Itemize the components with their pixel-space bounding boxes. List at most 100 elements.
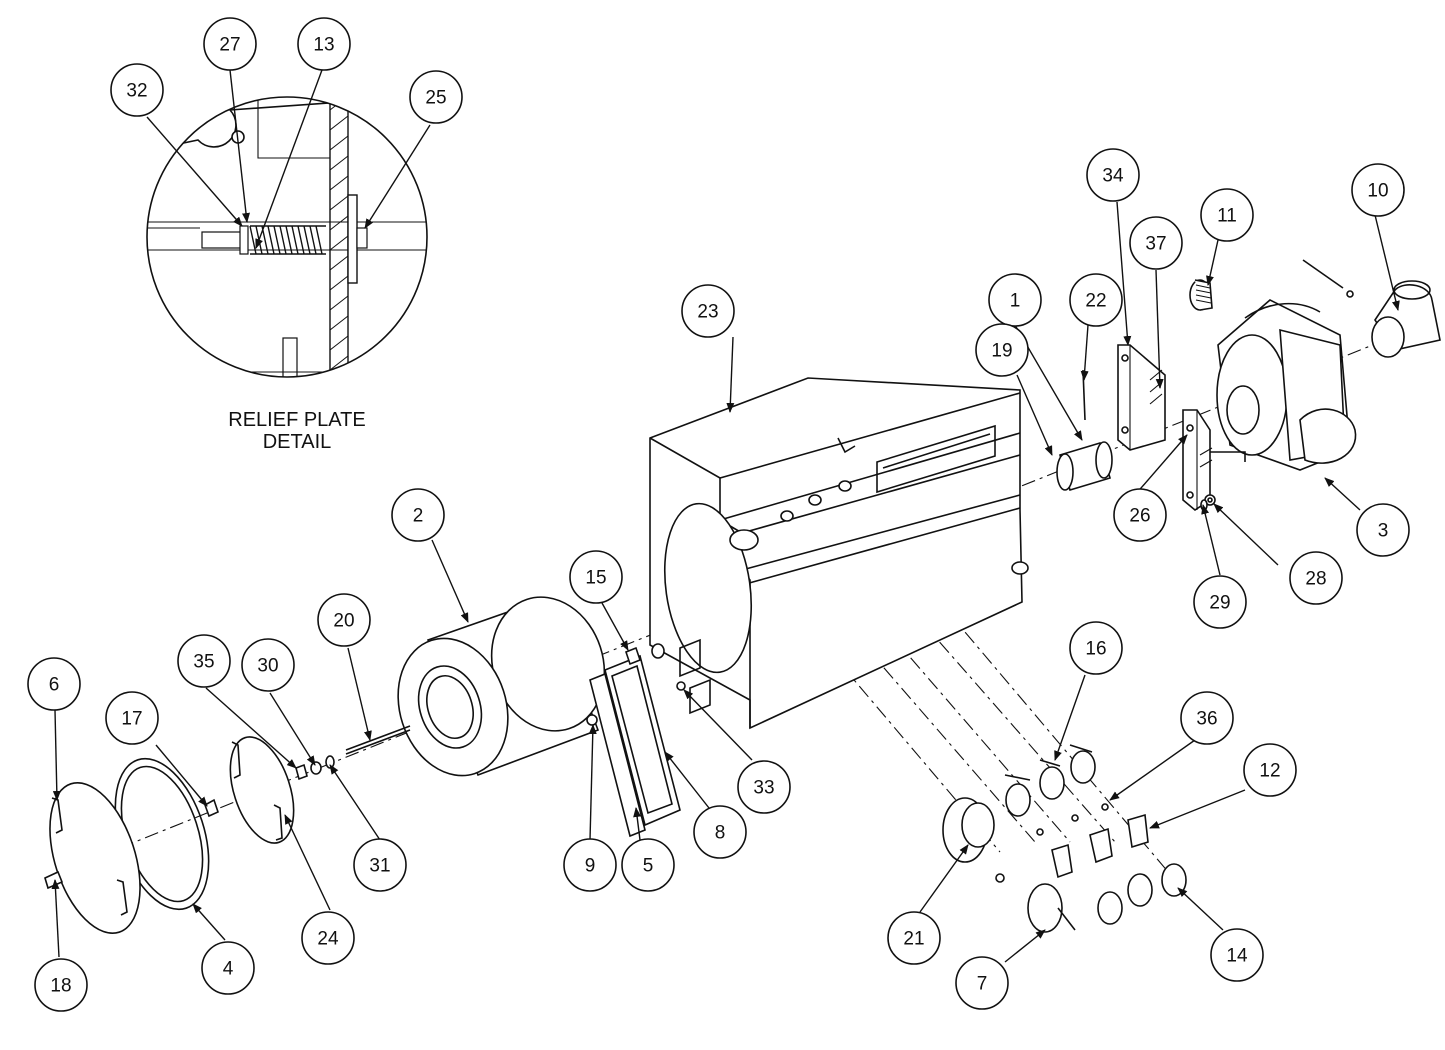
callout-circle bbox=[110, 63, 164, 117]
callout-33: 33 bbox=[737, 760, 791, 814]
callout-label: 20 bbox=[333, 611, 354, 632]
callout-25: 25 bbox=[409, 70, 463, 124]
callout-27: 27 bbox=[203, 17, 257, 71]
callout-label: 5 bbox=[643, 856, 654, 877]
callout-label: 13 bbox=[313, 35, 334, 56]
callout-circle bbox=[693, 805, 747, 859]
callout-label: 10 bbox=[1367, 181, 1388, 202]
part-gasket-5 bbox=[589, 672, 646, 838]
callout-label: 35 bbox=[193, 652, 214, 673]
callout-label: 22 bbox=[1085, 291, 1106, 312]
callout-label: 11 bbox=[1217, 206, 1237, 227]
callout-28: 28 bbox=[1289, 551, 1343, 605]
callout-circle bbox=[1180, 691, 1234, 745]
callout-circle bbox=[241, 638, 295, 692]
callout-circle bbox=[988, 273, 1042, 327]
callout-36: 36 bbox=[1180, 691, 1234, 745]
callout-label: 23 bbox=[697, 302, 718, 323]
callout-circle bbox=[563, 838, 617, 892]
callout-circle bbox=[569, 550, 623, 604]
callout-20: 20 bbox=[317, 593, 371, 647]
callout-circle bbox=[317, 593, 371, 647]
callout-layer: 1234567891011121314151617181920212223242… bbox=[27, 17, 1410, 1012]
callout-circle bbox=[1351, 163, 1405, 217]
callout-35: 35 bbox=[177, 634, 231, 688]
callout-label: 14 bbox=[1226, 946, 1248, 967]
callout-label: 17 bbox=[121, 709, 142, 730]
callout-label: 4 bbox=[223, 959, 234, 980]
callout-circle bbox=[975, 323, 1029, 377]
callout-circle bbox=[203, 17, 257, 71]
callout-circle bbox=[1289, 551, 1343, 605]
callout-6: 6 bbox=[27, 657, 81, 711]
callout-3: 3 bbox=[1356, 503, 1410, 557]
callout-label: 12 bbox=[1259, 761, 1280, 782]
part-pulley bbox=[1189, 279, 1213, 311]
part-housing bbox=[649, 377, 1029, 730]
callout-label: 34 bbox=[1102, 166, 1124, 187]
callout-circle bbox=[1069, 621, 1123, 675]
callout-label: 16 bbox=[1085, 639, 1106, 660]
callout-circle bbox=[201, 941, 255, 995]
callout-29: 29 bbox=[1193, 575, 1247, 629]
callout-37: 37 bbox=[1129, 216, 1183, 270]
callout-label: 7 bbox=[977, 974, 988, 995]
callout-circle bbox=[1113, 488, 1167, 542]
part-blower bbox=[1216, 299, 1357, 471]
callout-circle bbox=[297, 17, 351, 71]
callout-34: 34 bbox=[1086, 148, 1140, 202]
part-elbow bbox=[1371, 280, 1441, 358]
callout-circle bbox=[27, 657, 81, 711]
callout-circle bbox=[681, 284, 735, 338]
callout-label: 25 bbox=[425, 88, 446, 109]
callout-1: 1 bbox=[988, 273, 1042, 327]
callout-label: 37 bbox=[1145, 234, 1166, 255]
callout-label: 31 bbox=[369, 856, 390, 877]
callout-label: 36 bbox=[1196, 709, 1217, 730]
part-filter-cylinder bbox=[397, 596, 606, 777]
callout-13: 13 bbox=[297, 17, 351, 71]
part-sleeve bbox=[1056, 441, 1113, 491]
callout-circle bbox=[34, 958, 88, 1012]
callout-circle bbox=[1086, 148, 1140, 202]
callout-24: 24 bbox=[301, 911, 355, 965]
relief-plate-detail: RELIEF PLATE DETAIL bbox=[146, 96, 428, 453]
leader-lines bbox=[51, 69, 1400, 963]
callout-label: 19 bbox=[991, 341, 1012, 362]
callout-label: 29 bbox=[1209, 593, 1230, 614]
callout-label: 33 bbox=[753, 778, 774, 799]
callout-label: 2 bbox=[413, 506, 424, 527]
callout-22: 22 bbox=[1069, 273, 1123, 327]
callout-circle bbox=[1243, 743, 1297, 797]
callout-19: 19 bbox=[975, 323, 1029, 377]
callout-circle bbox=[621, 838, 675, 892]
callout-label: 30 bbox=[257, 656, 278, 677]
callout-4: 4 bbox=[201, 941, 255, 995]
detail-title-line1: RELIEF PLATE bbox=[228, 409, 365, 431]
callout-21: 21 bbox=[887, 911, 941, 965]
callout-30: 30 bbox=[241, 638, 295, 692]
callout-label: 21 bbox=[903, 929, 924, 950]
callout-circle bbox=[1193, 575, 1247, 629]
callout-5: 5 bbox=[621, 838, 675, 892]
callout-11: 11 bbox=[1200, 188, 1254, 242]
part-rod bbox=[345, 725, 411, 755]
callout-circle bbox=[177, 634, 231, 688]
callout-18: 18 bbox=[34, 958, 88, 1012]
callout-circle bbox=[737, 760, 791, 814]
callout-8: 8 bbox=[693, 805, 747, 859]
callout-7: 7 bbox=[955, 956, 1009, 1010]
callout-label: 26 bbox=[1129, 506, 1150, 527]
callout-circle bbox=[353, 838, 407, 892]
callout-label: 8 bbox=[715, 823, 726, 844]
callout-circle bbox=[887, 911, 941, 965]
callout-label: 28 bbox=[1305, 569, 1326, 590]
callout-label: 18 bbox=[50, 976, 71, 997]
callout-label: 24 bbox=[317, 929, 339, 950]
callout-9: 9 bbox=[563, 838, 617, 892]
callout-circle bbox=[301, 911, 355, 965]
callout-17: 17 bbox=[105, 691, 159, 745]
callout-circle bbox=[1129, 216, 1183, 270]
